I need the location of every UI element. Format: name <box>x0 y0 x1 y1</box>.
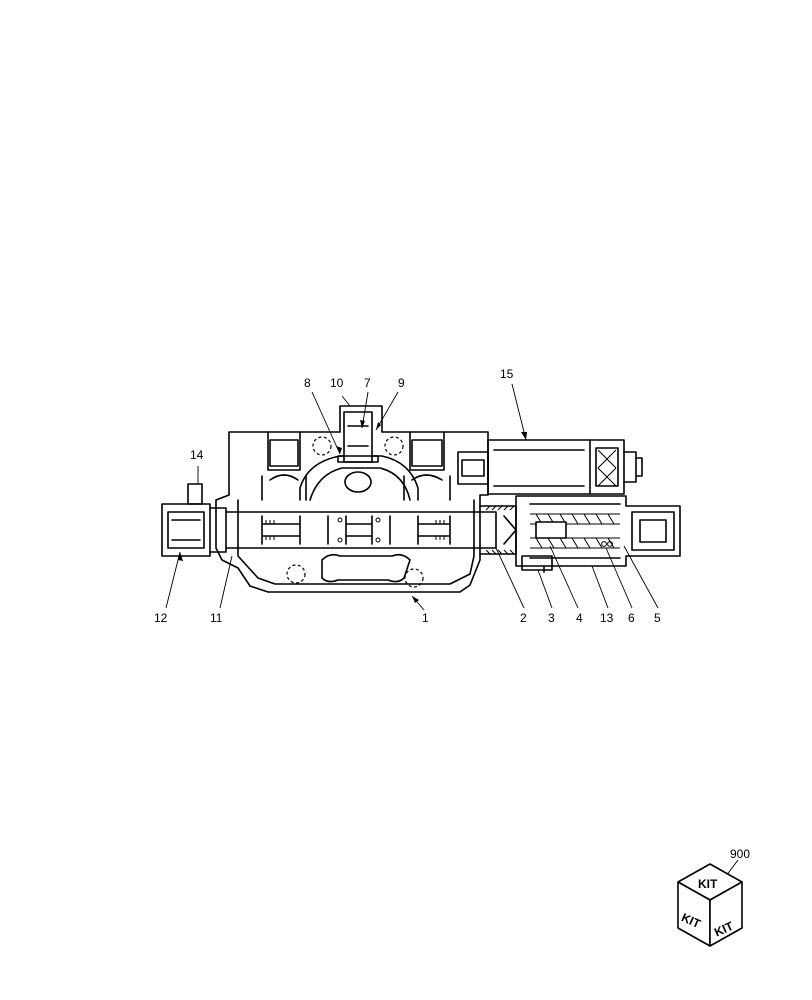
callout-14: 14 <box>190 448 204 462</box>
callout-9: 9 <box>398 376 405 390</box>
callout-12: 12 <box>154 611 168 625</box>
callout-8: 8 <box>304 376 311 390</box>
leader-lines <box>165 383 739 877</box>
callout-1: 1 <box>422 611 429 625</box>
callout-3: 3 <box>548 611 555 625</box>
callout-13: 13 <box>600 611 614 625</box>
callout-900: 900 <box>730 847 750 861</box>
callout-5: 5 <box>654 611 661 625</box>
callout-11: 11 <box>210 611 223 625</box>
callout-4: 4 <box>576 611 583 625</box>
callout-labels: 8 10 7 9 15 14 12 11 1 2 3 4 13 6 5 900 <box>154 367 750 861</box>
callout-7: 7 <box>364 376 371 390</box>
valve-body-drawing <box>161 405 681 593</box>
callout-6: 6 <box>628 611 635 625</box>
callout-10: 10 <box>330 376 344 390</box>
kit-top-label: KIT <box>698 877 718 891</box>
kit-cube-icon: KIT KIT KIT <box>677 863 743 947</box>
callout-2: 2 <box>520 611 527 625</box>
callout-15: 15 <box>500 367 514 381</box>
